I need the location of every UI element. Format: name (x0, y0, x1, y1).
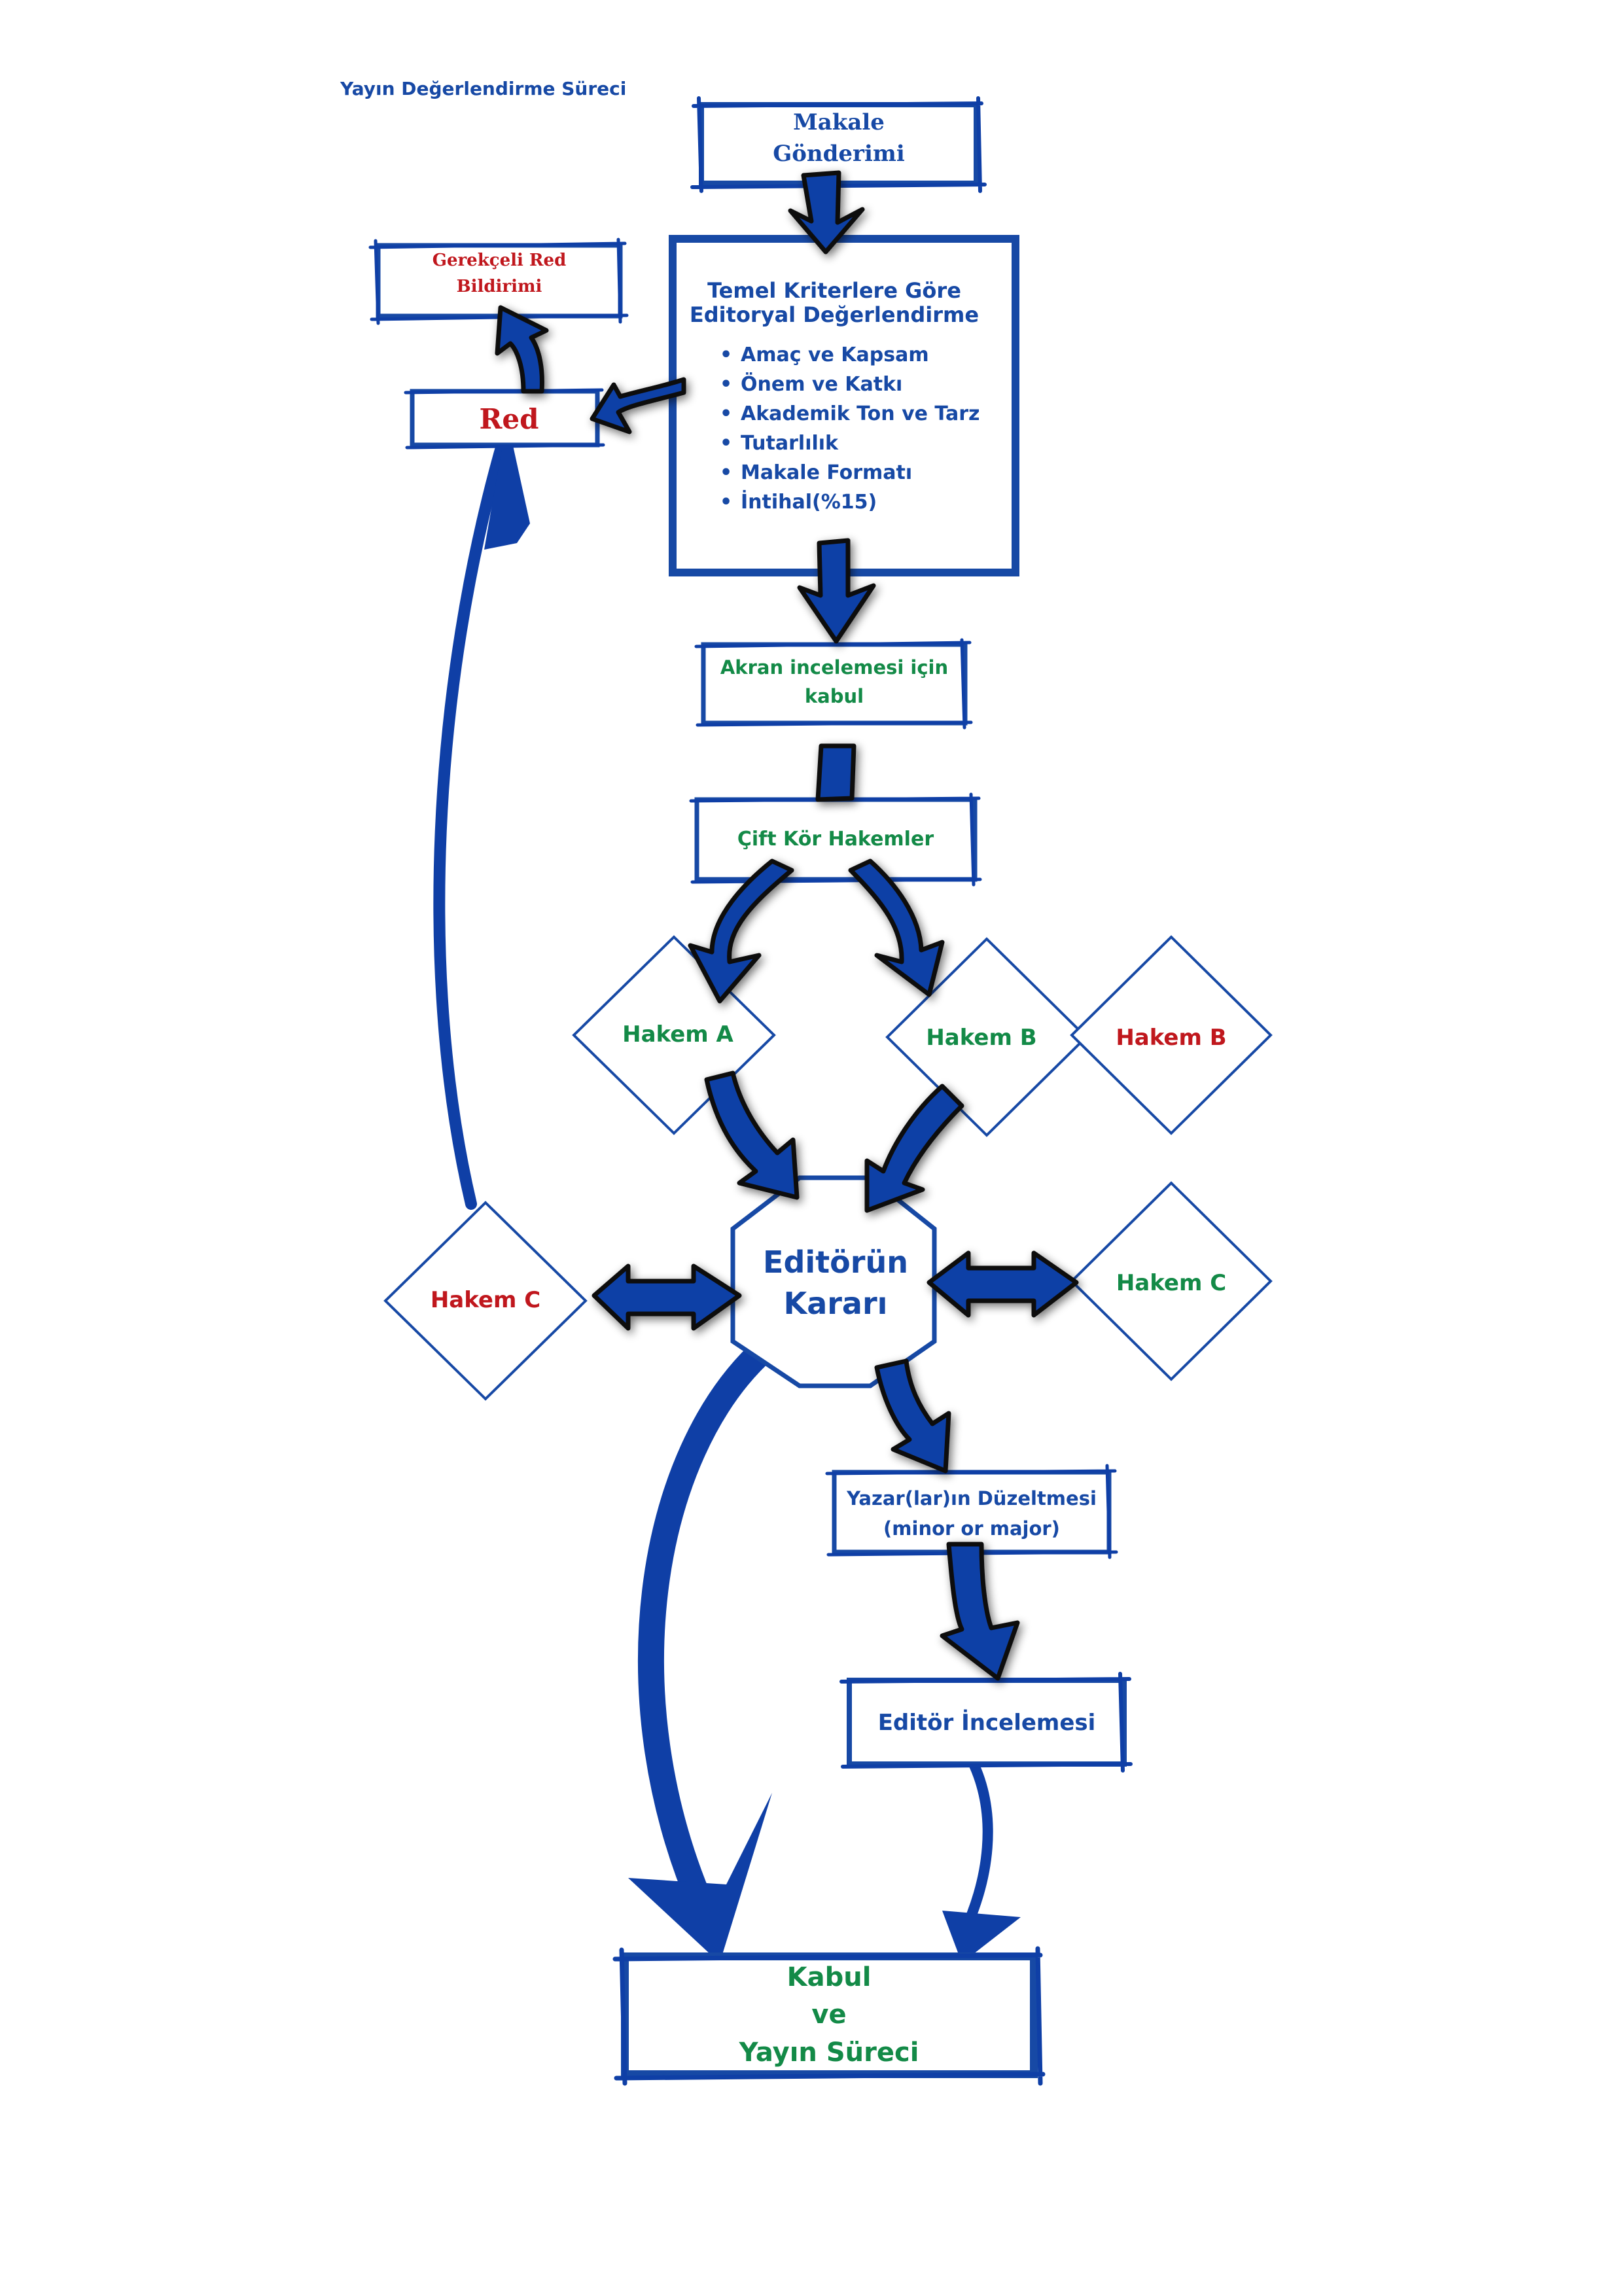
svg-text:•: • (720, 461, 732, 484)
svg-text:Gönderimi: Gönderimi (773, 141, 905, 167)
criteria-item: Tutarlılık (741, 432, 839, 455)
svg-text:Gerekçeli Red: Gerekçeli Red (432, 251, 567, 270)
referee-c-green-diamond: Hakem C (1070, 1181, 1273, 1381)
svg-text:Editör İncelemesi: Editör İncelemesi (878, 1709, 1096, 1736)
svg-text:Yayın Süreci: Yayın Süreci (739, 2038, 919, 2068)
svg-text:(minor or major): (minor or major) (883, 1517, 1060, 1540)
referee-a-to-decision-arrow (704, 1070, 800, 1200)
peer-review-box: Akran incelemesi için kabul (694, 638, 973, 730)
criteria-list: • Amaç ve Kapsam • Önem ve Katkı • Akade… (720, 344, 980, 514)
rejection-loop-arrowhead (484, 419, 530, 550)
criteria-item: İntihal(%15) (741, 490, 877, 514)
editor-decision-node: Editörün Kararı (730, 1175, 937, 1388)
svg-text:Editörün: Editörün (763, 1245, 908, 1280)
svg-text:ve: ve (811, 2000, 846, 2030)
referee-c-green-double-arrow (927, 1250, 1079, 1318)
svg-text:kabul: kabul (805, 685, 864, 707)
svg-text:Hakem B: Hakem B (1116, 1025, 1226, 1051)
criteria-item: Önem ve Katkı (741, 372, 902, 396)
review-to-acceptance-arrow (957, 1748, 993, 1942)
submission-to-editorial-arrow (788, 170, 865, 255)
decision-to-acceptance-arrow (638, 1335, 779, 1930)
decision-to-acceptance-arrowhead (628, 1793, 772, 1963)
submission-box: Makale Gönderimi (690, 96, 987, 193)
editorial-review-box: Temel Kriterlere Göre Editoryal Değerlen… (669, 235, 1019, 576)
review-to-acceptance-arrowhead (942, 1911, 1021, 1963)
reasoned-rejection-box: Gerekçeli Red Bildirimi (368, 238, 629, 325)
double-blind-box: Çift Kör Hakemler (689, 792, 982, 887)
svg-text:•: • (720, 432, 732, 455)
svg-text:Kararı: Kararı (784, 1286, 888, 1321)
svg-text:•: • (720, 344, 732, 366)
svg-text:Hakem B: Hakem B (926, 1025, 1036, 1051)
svg-text:Bildirimi: Bildirimi (457, 277, 542, 296)
double-blind-to-referee-a-arrow (688, 858, 794, 1004)
editorial-to-rejection-arrow (590, 377, 686, 434)
referee-b-red-diamond: Hakem B (1070, 935, 1273, 1135)
referee-c-red-double-arrow (591, 1263, 742, 1331)
svg-text:Hakem C: Hakem C (431, 1287, 540, 1313)
svg-text:Kabul: Kabul (787, 1962, 872, 1992)
rejection-loop-arrow (433, 433, 510, 1210)
rejection-to-reasoned-arrow (495, 305, 549, 394)
referee-b-green-diamond: Hakem B (885, 937, 1088, 1137)
peer-review-to-double-blind-arrow (815, 743, 856, 802)
editorial-to-peer-review-arrow (797, 538, 876, 644)
referee-b-to-decision-arrow (864, 1084, 964, 1213)
svg-text:Hakem A: Hakem A (622, 1021, 733, 1048)
svg-text:Çift Kör Hakemler: Çift Kör Hakemler (737, 828, 934, 851)
rejection-box: Red (404, 388, 605, 450)
svg-text:Makale: Makale (793, 109, 885, 135)
svg-text:•: • (720, 491, 732, 514)
double-blind-to-referee-b-arrow (848, 858, 945, 997)
editor-review-box: Editör İncelemesi (839, 1672, 1133, 1773)
author-revision-box: Yazar(lar)ın Düzeltmesi (minor or major) (825, 1464, 1118, 1559)
svg-text:Hakem C: Hakem C (1116, 1270, 1226, 1296)
svg-text:Akran incelemesi için: Akran incelemesi için (720, 656, 948, 679)
criteria-item: Amaç ve Kapsam (741, 344, 929, 366)
revision-to-review-arrow (940, 1542, 1020, 1681)
svg-text:Temel Kriterlere Göre: Temel Kriterlere Göre (707, 278, 961, 303)
svg-text:•: • (720, 373, 732, 396)
svg-text:Editoryal Değerlendirme: Editoryal Değerlendirme (690, 302, 979, 327)
acceptance-box: Kabul ve Yayın Süreci (612, 1946, 1046, 2086)
svg-text:•: • (720, 402, 732, 425)
page-title: Yayın Değerlendirme Süreci (340, 78, 626, 99)
decision-to-revision-arrow (874, 1358, 951, 1474)
referee-c-red-diamond: Hakem C (383, 1201, 588, 1401)
svg-text:Red: Red (480, 403, 539, 435)
criteria-item: Akademik Ton ve Tarz (741, 402, 980, 425)
svg-text:Yazar(lar)ın Düzeltmesi: Yazar(lar)ın Düzeltmesi (846, 1487, 1097, 1510)
criteria-item: Makale Formatı (741, 461, 912, 484)
